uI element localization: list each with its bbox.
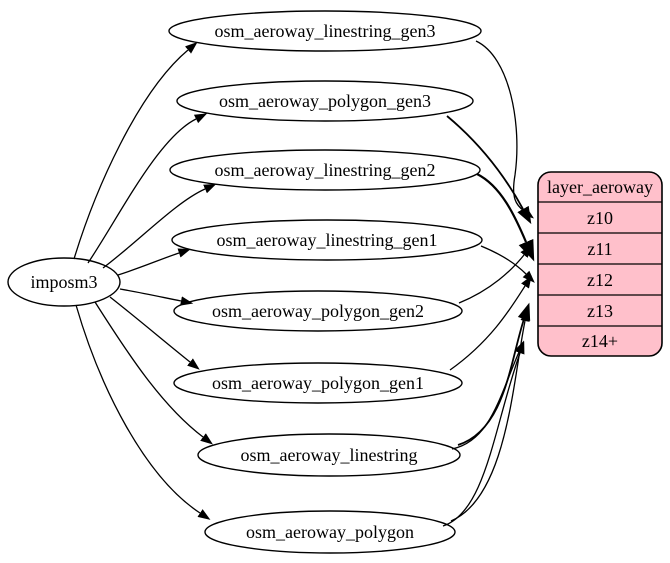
osm-aeroway-polygon-gen1-label: osm_aeroway_polygon_gen1 [212, 373, 424, 393]
osm-aeroway-linestring-ellipse [197, 433, 461, 477]
imposm3-label: imposm3 [30, 272, 97, 292]
record-row-z12: z12 [587, 270, 613, 290]
edge-imposm3-osm-aeroway-polygon-gen1 [109, 296, 200, 370]
node-osm-aeroway-linestring: osm_aeroway_linestring [197, 433, 461, 477]
osm-aeroway-polygon-ellipse [204, 510, 456, 554]
osm-aeroway-linestring-gen2-ellipse [169, 149, 481, 191]
edge-osm-aeroway-linestring-z14plus [451, 340, 524, 450]
osm-aeroway-polygon-gen2-ellipse [173, 290, 463, 332]
node-imposm3: imposm3 [7, 257, 121, 307]
record-row-z10: z10 [587, 208, 613, 228]
edge-osm-aeroway-linestring-gen2-z11 [476, 173, 535, 262]
imposm3-ellipse [7, 257, 121, 307]
edge-osm-aeroway-linestring-gen3-z10 [475, 40, 534, 219]
osm-aeroway-polygon-gen2-label: osm_aeroway_polygon_gen2 [212, 301, 424, 321]
node-osm-aeroway-polygon-gen1: osm_aeroway_polygon_gen1 [173, 362, 463, 404]
record-row-z11: z11 [587, 239, 612, 259]
edge-osm-aeroway-polygon-gen1-z12 [449, 275, 532, 371]
edge-osm-aeroway-polygon-gen2-z11 [458, 245, 532, 304]
edge-imposm3-osm-aeroway-polygon [75, 304, 211, 520]
layer-aeroway-title: layer_aeroway [547, 177, 653, 197]
node-osm-aeroway-linestring-gen3: osm_aeroway_linestring_gen3 [168, 10, 482, 52]
osm-aeroway-polygon-gen1-ellipse [173, 362, 463, 404]
node-osm-aeroway-polygon: osm_aeroway_polygon [204, 510, 456, 554]
osm-aeroway-linestring-gen1-label: osm_aeroway_linestring_gen1 [217, 230, 438, 250]
node-osm-aeroway-polygon-gen2: osm_aeroway_polygon_gen2 [173, 290, 463, 332]
osm-aeroway-linestring-label: osm_aeroway_linestring [241, 445, 418, 465]
record-row-z14plus: z14+ [582, 331, 618, 351]
edge-imposm3-osm-aeroway-linestring-gen3 [73, 41, 198, 260]
edge-imposm3-osm-aeroway-linestring-gen2 [102, 183, 217, 269]
edge-imposm3-osm-aeroway-linestring-gen1 [117, 248, 191, 276]
record-row-z13: z13 [587, 301, 613, 321]
osm-aeroway-linestring-gen3-ellipse [168, 10, 482, 52]
osm-aeroway-polygon-label: osm_aeroway_polygon [246, 522, 414, 542]
edge-osm-aeroway-linestring-gen1-z12 [480, 245, 535, 283]
edge-osm-aeroway-polygon-z14plus [442, 341, 525, 527]
edge-osm-aeroway-polygon-gen3-z10 [446, 115, 532, 225]
osm-aeroway-linestring-gen1-ellipse [171, 219, 483, 261]
edge-imposm3-osm-aeroway-polygon-gen3 [87, 113, 208, 264]
edge-imposm3-osm-aeroway-polygon-gen2 [119, 288, 194, 306]
osm-aeroway-polygon-gen3-ellipse [176, 80, 474, 122]
osm-aeroway-linestring-gen2-label: osm_aeroway_linestring_gen2 [215, 160, 436, 180]
edge-osm-aeroway-linestring-z13 [457, 302, 531, 446]
edge-imposm3-osm-aeroway-linestring [94, 301, 213, 445]
node-osm-aeroway-linestring-gen2: osm_aeroway_linestring_gen2 [169, 149, 481, 191]
node-osm-aeroway-linestring-gen1: osm_aeroway_linestring_gen1 [171, 219, 483, 261]
node-layer-aeroway: layer_aeroway z10 z11 z12 z13 z14+ [537, 171, 663, 357]
osm-aeroway-linestring-gen3-label: osm_aeroway_linestring_gen3 [215, 21, 436, 41]
node-osm-aeroway-polygon-gen3: osm_aeroway_polygon_gen3 [176, 80, 474, 122]
osm-aeroway-polygon-gen3-label: osm_aeroway_polygon_gen3 [219, 91, 431, 111]
